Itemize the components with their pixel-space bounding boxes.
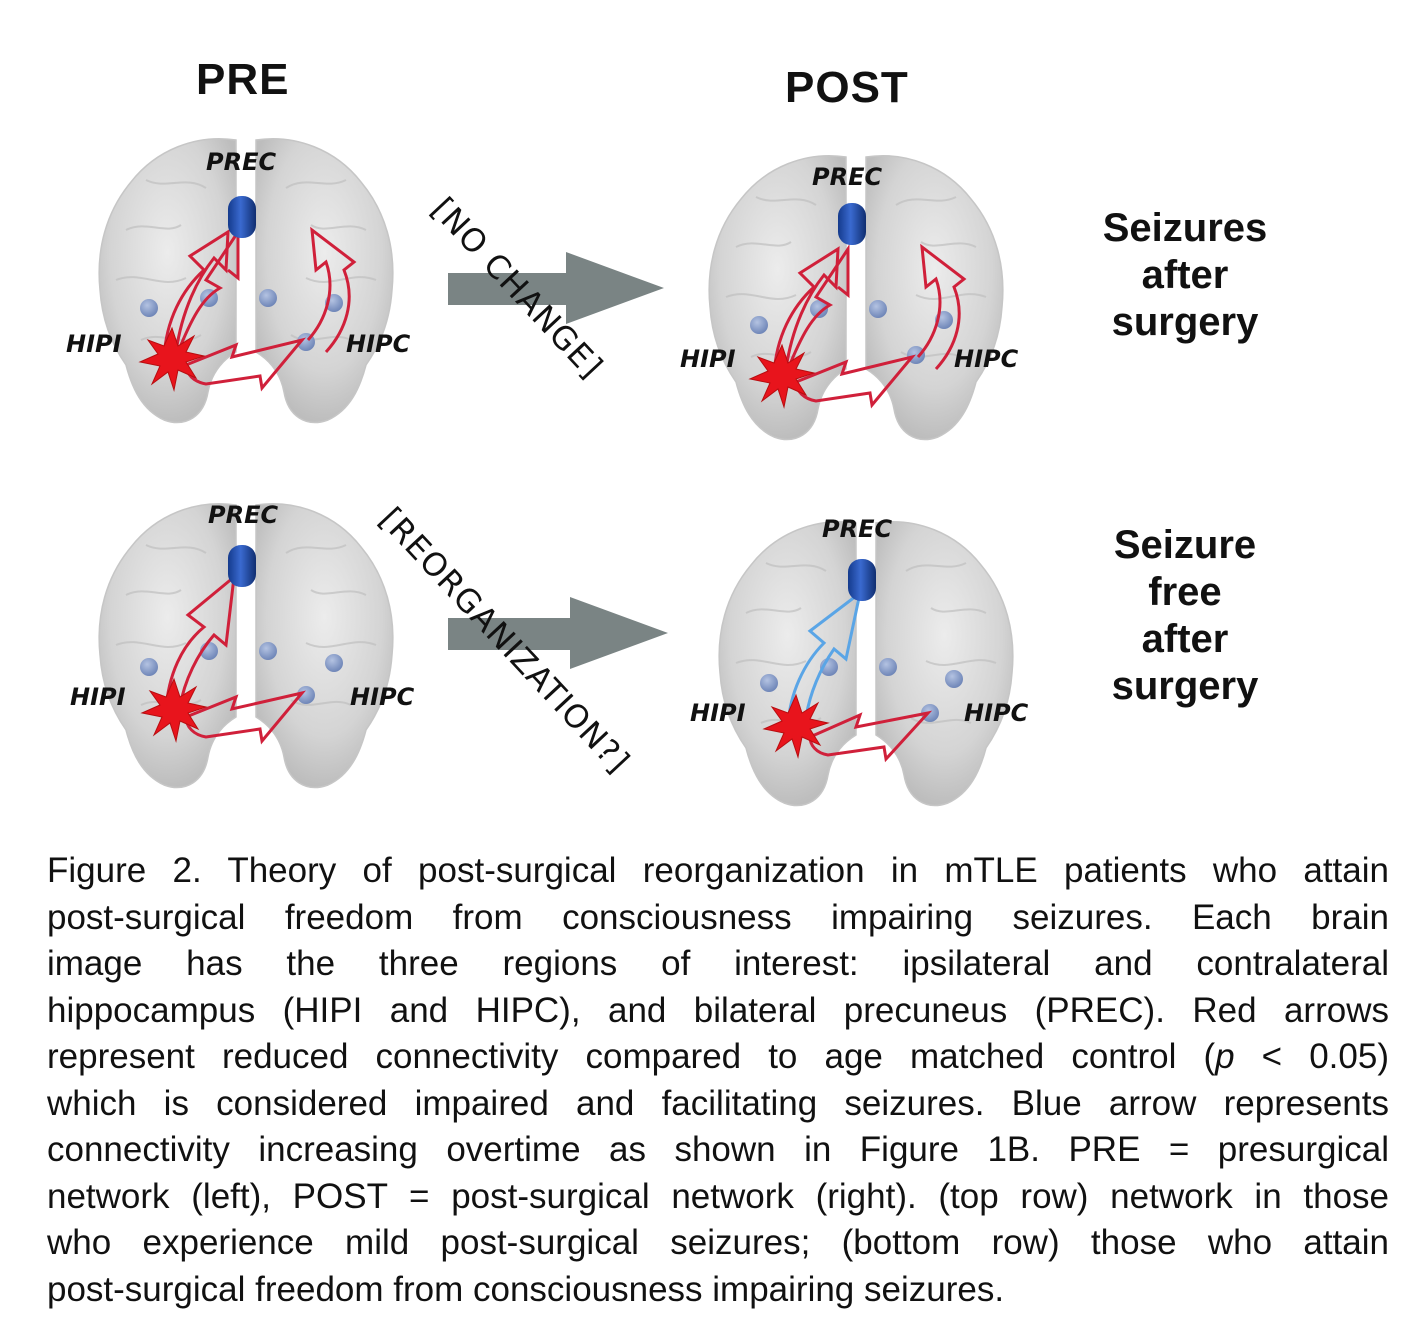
brain-post-row2: PREC HIPI HIPC [690, 503, 1029, 823]
caption-line: image has the three regions of interest:… [47, 944, 1389, 983]
arrow-hipi-to-prec-outer [772, 246, 840, 376]
caption-line: post-surgical freedom from consciousness… [47, 1269, 1005, 1309]
caption-line: Figure 2. Theory of post-surgical reorga… [47, 851, 1389, 890]
node-roi [750, 316, 768, 334]
node-prec [228, 545, 256, 587]
label-hipi: HIPI [70, 683, 126, 711]
arrow-right-icon [448, 252, 664, 324]
caption-line: network (left), POST = post-surgical net… [47, 1176, 1389, 1216]
node-hipc [297, 686, 315, 704]
label-hipi: HIPI [66, 330, 122, 358]
arrow-hipi-to-hipc [808, 710, 933, 763]
arrow-hipi-to-prec-outer [162, 229, 230, 359]
outcome-line: Seizures [1102, 206, 1268, 250]
caption-line: connectivity increasing overtime as show… [47, 1130, 1389, 1169]
arrow-hipc-to-prec [916, 243, 967, 371]
outcome-line: after [1141, 617, 1229, 661]
caption-line: which is considered impaired and facilit… [47, 1083, 1389, 1123]
label-hipc: HIPC [954, 345, 1019, 373]
transition-row1 [446, 250, 666, 330]
node-roi [760, 674, 778, 692]
node-roi [140, 299, 158, 317]
outcome-row1: Seizures after surgery [1080, 205, 1290, 346]
label-hipi: HIPI [690, 699, 746, 727]
caption-line: hippocampus (HIPI and HIPC), and bilater… [47, 990, 1389, 1030]
brain-pre-row2: PREC HIPI HIPC [70, 485, 415, 805]
node-prec [228, 196, 256, 238]
label-prec: PREC [206, 148, 276, 176]
column-title-post: POST [785, 63, 909, 112]
outcome-row2: Seizure free after surgery [1080, 522, 1290, 710]
label-hipc: HIPC [350, 683, 415, 711]
outcome-line: after [1141, 253, 1229, 297]
brain-post-row1: PREC HIPI HIPC [680, 137, 1019, 457]
figure-caption: Figure 2. Theory of post-surgical reorga… [47, 848, 1389, 1313]
caption-line: post-surgical freedom from consciousness… [47, 897, 1389, 937]
label-prec: PREC [822, 515, 892, 543]
arrow-right-icon [448, 597, 668, 669]
arrow-hipc-to-prec [306, 226, 357, 354]
node-roi [259, 289, 277, 307]
node-roi [879, 658, 897, 676]
label-hipc: HIPC [964, 699, 1029, 727]
node-roi [810, 300, 828, 318]
label-hipc: HIPC [346, 330, 411, 358]
outcome-line: Seizure [1113, 523, 1257, 567]
p-value-symbol: p [1215, 1037, 1235, 1076]
node-roi [259, 642, 277, 660]
label-hipi: HIPI [680, 345, 736, 373]
label-prec: PREC [208, 501, 278, 529]
outcome-line: free [1148, 570, 1222, 614]
outcome-line: surgery [1111, 300, 1259, 344]
outcome-line: surgery [1111, 664, 1259, 708]
arrow-hipi-to-prec-inner [786, 244, 850, 370]
brain-pre-row1: PREC HIPI HIPC [66, 120, 411, 440]
column-title-pre: PRE [196, 55, 290, 104]
arrow-hipi-to-prec-inner [176, 227, 240, 353]
reduced-connectivity-arrows [808, 710, 933, 763]
arrow-hipi-to-prec-blue [786, 589, 863, 726]
node-roi [140, 658, 158, 676]
caption-line: represent reduced connectivity compared … [47, 1037, 1389, 1076]
node-roi [869, 300, 887, 318]
node-prec [838, 203, 866, 245]
caption-line: who experience mild post-surgical seizur… [47, 1223, 1389, 1262]
node-roi [325, 654, 343, 672]
label-prec: PREC [812, 163, 882, 191]
node-prec [848, 559, 876, 601]
increasing-connectivity-arrow [786, 589, 863, 726]
transition-row2 [446, 595, 670, 675]
node-roi [945, 670, 963, 688]
